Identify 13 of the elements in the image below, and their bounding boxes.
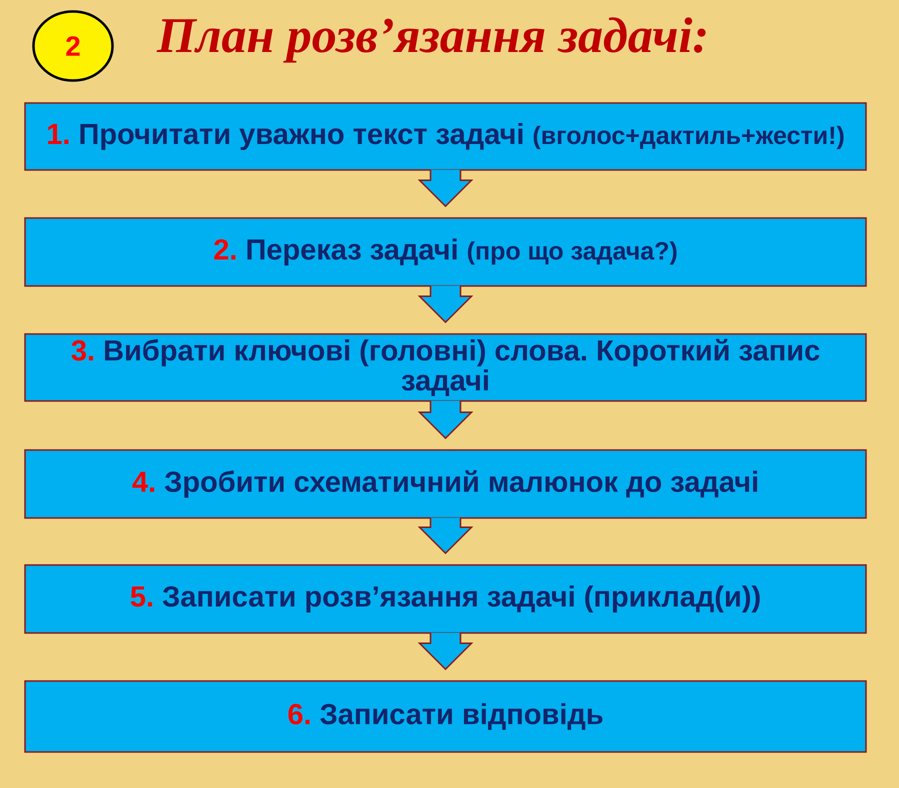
step-box: 3. Вибрати ключові (головні) слова. Короткий запис задачі — [24, 333, 867, 402]
step-box: 1. Прочитати уважно текст задачі (вголос+дактиль+жести!) — [24, 102, 867, 171]
number-badge: 2 — [32, 10, 114, 82]
block-arrow — [418, 517, 474, 554]
block-arrow — [418, 169, 474, 208]
step-box: 5. Записати розв’язання задачі (приклад(и)) — [24, 564, 867, 634]
block-arrow — [418, 632, 474, 670]
block-arrow — [418, 285, 474, 324]
title: План розв’язання задачі: — [156, 17, 706, 63]
step-box: 2. Переказ задачі (про що задача?) — [24, 217, 867, 287]
step-box: 4. Зробити схематичний малюнок до задачі — [24, 449, 867, 519]
block-arrow — [418, 400, 474, 440]
step-box: 6. Записати відповідь — [24, 680, 867, 753]
